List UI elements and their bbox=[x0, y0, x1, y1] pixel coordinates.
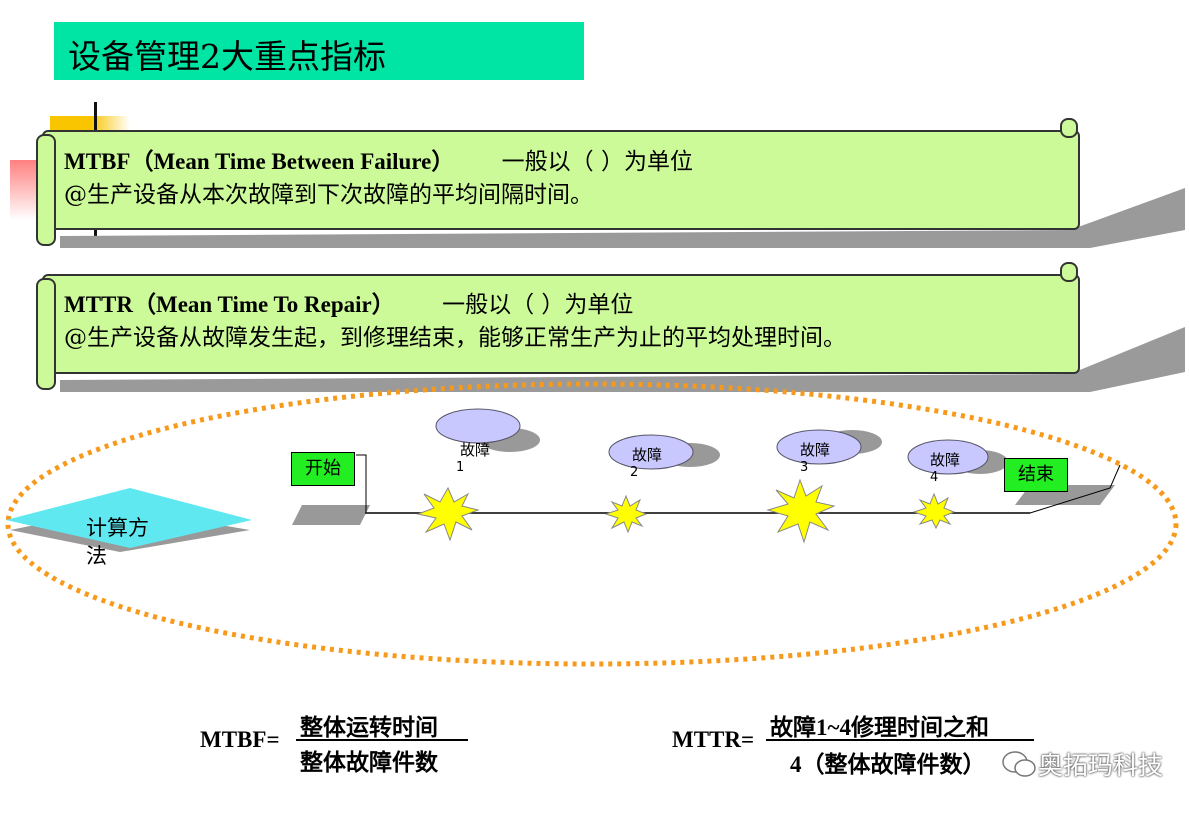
mttr-scroll-shadow bbox=[60, 327, 1185, 392]
method-diamond bbox=[6, 488, 252, 548]
start-connector bbox=[356, 454, 367, 512]
failure-number-3: 3 bbox=[800, 460, 809, 475]
failure-number-2: 2 bbox=[630, 465, 639, 480]
mtbf-definition: @生产设备从本次故障到下次故障的平均间隔时间。 bbox=[64, 182, 593, 208]
end-connector bbox=[1029, 464, 1121, 514]
slide-title: 设备管理2大重点指标 bbox=[68, 37, 386, 76]
mtbf-formula-lhs: MTBF= bbox=[200, 727, 280, 752]
mttr-scroll bbox=[42, 274, 1080, 374]
failure-star-2 bbox=[604, 494, 648, 534]
mtbf-fraction-bar bbox=[296, 739, 468, 741]
mttr-definition: @生产设备从故障发生起，到修理结束，能够正常生产为止的平均处理时间。 bbox=[64, 325, 846, 351]
failure-number-4: 4 bbox=[930, 470, 939, 485]
cloud-2 bbox=[608, 434, 694, 470]
cloud-label-3: 故障 bbox=[800, 441, 831, 459]
mtbf-scroll-shadow bbox=[60, 188, 1185, 248]
cloud-label-1: 故障 bbox=[460, 441, 491, 459]
mttr-formula-lhs: MTTR= bbox=[672, 727, 755, 752]
failure-star-3 bbox=[766, 478, 836, 544]
mtbf-denominator: 整体故障件数 bbox=[300, 750, 438, 775]
end-box: 结束 bbox=[1004, 458, 1068, 492]
mtbf-unit: 一般以（ ）为单位 bbox=[501, 149, 693, 175]
mtbf-scroll bbox=[42, 130, 1080, 230]
red-accent bbox=[10, 160, 40, 220]
failure-star-4 bbox=[912, 492, 956, 530]
start-box: 开始 bbox=[291, 452, 355, 486]
cloud-label-4: 故障 bbox=[930, 451, 961, 469]
timeline-graphic bbox=[5, 381, 1179, 667]
mttr-scroll-roll-right bbox=[1060, 262, 1078, 282]
cloud-label-2: 故障 bbox=[632, 446, 663, 464]
mtbf-numerator: 整体运转时间 bbox=[300, 715, 438, 740]
mttr-fraction-bar bbox=[766, 739, 1034, 741]
mttr-scroll-roll-left bbox=[36, 278, 56, 390]
mtbf-scroll-roll-right bbox=[1060, 118, 1078, 138]
method-label: 计算方法 bbox=[86, 516, 149, 568]
mttr-term: MTTR（Mean Time To Repair） bbox=[64, 292, 395, 317]
dotted-ellipse bbox=[5, 381, 1179, 667]
failure-star-1 bbox=[416, 486, 480, 542]
mtbf-term: MTBF（Mean Time Between Failure） bbox=[64, 149, 455, 174]
cloud-4 bbox=[907, 439, 989, 475]
cloud-1 bbox=[435, 408, 521, 444]
start-shadow bbox=[292, 505, 370, 525]
mtbf-scroll-roll-left bbox=[36, 134, 56, 246]
failure-number-1: 1 bbox=[456, 460, 465, 475]
watermark-text: 奥拓玛科技 bbox=[1038, 751, 1164, 780]
mttr-unit: 一般以（ ）为单位 bbox=[442, 292, 634, 318]
cloud-3 bbox=[776, 429, 862, 465]
watermark: 奥拓玛科技 bbox=[1000, 746, 1163, 782]
wechat-icon bbox=[1002, 751, 1036, 777]
mttr-denominator: 4（整体故障件数） bbox=[790, 752, 986, 777]
title-bar: 设备管理2大重点指标 bbox=[54, 22, 584, 80]
mttr-numerator: 故障1~4修理时间之和 bbox=[770, 715, 989, 740]
